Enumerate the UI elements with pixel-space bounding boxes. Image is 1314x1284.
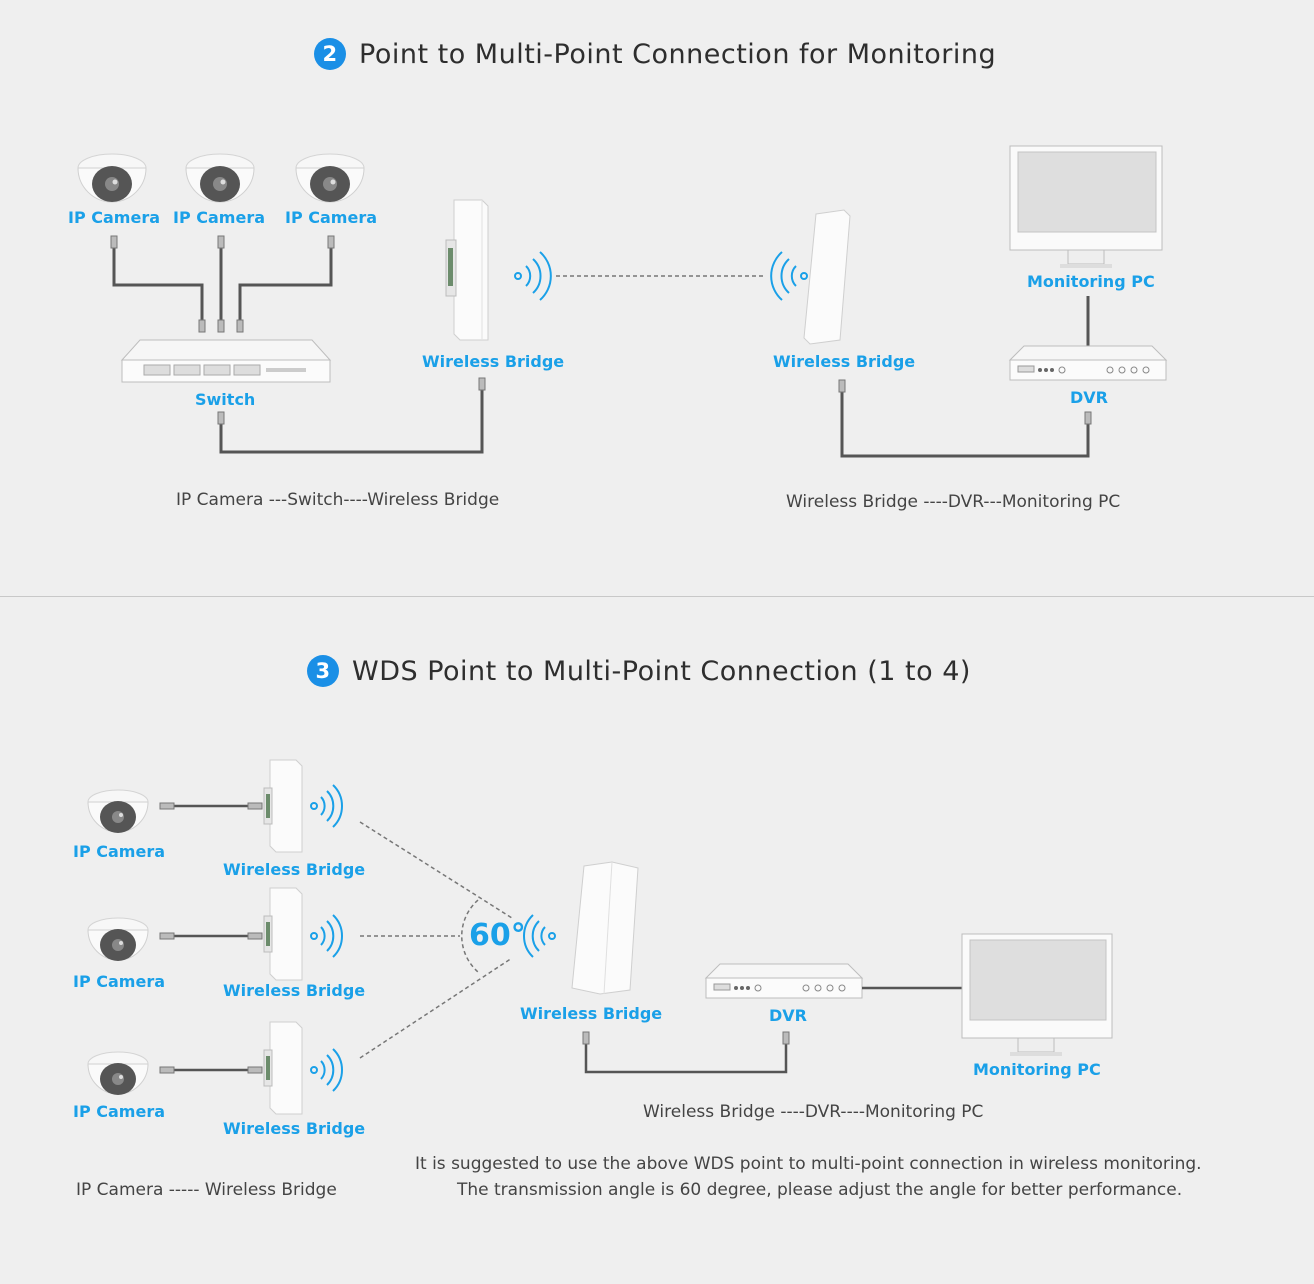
section-2-title: 2 Point to Multi-Point Connection for Mo… bbox=[314, 38, 996, 70]
wireless-bridge-icon bbox=[571, 861, 639, 995]
section-divider bbox=[0, 596, 1314, 597]
dvr-icon bbox=[704, 963, 864, 999]
label-dvr: DVR bbox=[1070, 388, 1108, 407]
wireless-bridge-icon bbox=[263, 1021, 303, 1115]
monitor-icon bbox=[1009, 145, 1163, 268]
label-dvr: DVR bbox=[769, 1006, 807, 1025]
angle-label: 60° bbox=[469, 918, 526, 953]
wireless-bridge-icon bbox=[263, 887, 303, 981]
switch-icon bbox=[120, 339, 332, 383]
section-3-title-text: WDS Point to Multi-Point Connection (1 t… bbox=[352, 655, 971, 687]
switch-bridge-cable bbox=[219, 384, 484, 454]
label-monitoring-pc: Monitoring PC bbox=[973, 1060, 1101, 1079]
wifi-signal-icon bbox=[310, 784, 343, 828]
label-ip-camera: IP Camera bbox=[73, 1102, 165, 1121]
dvr-icon bbox=[1008, 345, 1168, 381]
wireless-bridge-icon bbox=[263, 759, 303, 853]
label-wireless-bridge: Wireless Bridge bbox=[223, 1119, 366, 1138]
label-monitoring-pc: Monitoring PC bbox=[1027, 272, 1155, 291]
caption-left: IP Camera ---Switch----Wireless Bridge bbox=[176, 490, 500, 510]
caption-right: Wireless Bridge ----DVR---Monitoring PC bbox=[786, 492, 1121, 512]
label-ip-camera: IP Camera bbox=[73, 842, 165, 861]
label-ip-camera: IP Camera bbox=[68, 208, 160, 227]
label-switch: Switch bbox=[195, 390, 256, 409]
wireless-link-lines bbox=[359, 821, 513, 1059]
bridge-dvr-cable bbox=[840, 386, 1090, 458]
section-2-title-text: Point to Multi-Point Connection for Moni… bbox=[359, 38, 997, 70]
camera-icon bbox=[87, 917, 149, 962]
label-ip-camera: IP Camera bbox=[73, 972, 165, 991]
label-wireless-bridge: Wireless Bridge bbox=[223, 981, 366, 1000]
camera-icon bbox=[87, 1051, 149, 1096]
caption-left: IP Camera ----- Wireless Bridge bbox=[76, 1180, 337, 1200]
label-wireless-bridge: Wireless Bridge bbox=[773, 352, 916, 371]
bridge-dvr-cable bbox=[584, 1040, 788, 1074]
label-wireless-bridge: Wireless Bridge bbox=[422, 352, 565, 371]
note-line-2: The transmission angle is 60 degree, ple… bbox=[457, 1180, 1183, 1200]
section-2-diagram bbox=[77, 145, 1168, 458]
wifi-signal-icon bbox=[310, 1048, 343, 1092]
angle-arc bbox=[461, 899, 479, 973]
step-3-badge: 3 bbox=[307, 655, 339, 687]
camera-cables bbox=[112, 238, 333, 328]
camera-icon bbox=[87, 789, 149, 834]
section-3-title: 3 WDS Point to Multi-Point Connection (1… bbox=[307, 655, 971, 687]
label-wireless-bridge: Wireless Bridge bbox=[520, 1004, 663, 1023]
label-ip-camera: IP Camera bbox=[173, 208, 265, 227]
wifi-signal-icon bbox=[523, 914, 556, 958]
wifi-signal-icon bbox=[310, 914, 343, 958]
caption-center: Wireless Bridge ----DVR----Monitoring PC bbox=[643, 1102, 984, 1122]
step-2-badge: 2 bbox=[314, 38, 346, 70]
camera-bridge-cables bbox=[174, 804, 256, 1072]
note-line-1: It is suggested to use the above WDS poi… bbox=[415, 1154, 1202, 1174]
label-ip-camera: IP Camera bbox=[285, 208, 377, 227]
wireless-bridge-icon bbox=[803, 209, 851, 345]
monitor-icon bbox=[961, 933, 1113, 1056]
label-wireless-bridge: Wireless Bridge bbox=[223, 860, 366, 879]
